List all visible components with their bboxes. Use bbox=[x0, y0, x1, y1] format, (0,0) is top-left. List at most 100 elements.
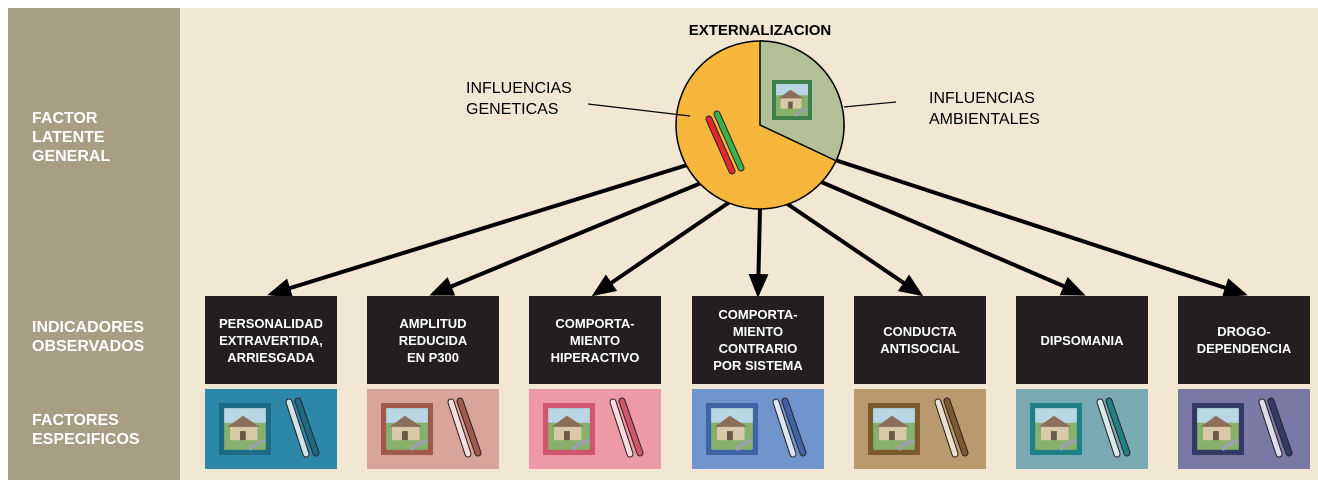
indicator-label-line: CONTRARIO bbox=[718, 341, 798, 356]
house-sky bbox=[1197, 408, 1239, 423]
dark-chromosome bbox=[944, 398, 968, 456]
specific-factor-tile bbox=[205, 389, 337, 469]
specific-factor-icons bbox=[1192, 397, 1293, 458]
indicator-label-line: COMPORTA- bbox=[555, 315, 635, 331]
house-path bbox=[734, 438, 754, 452]
row-label-line: FACTORES bbox=[32, 412, 119, 429]
house-door bbox=[788, 101, 793, 109]
house-roof bbox=[1038, 415, 1071, 427]
dark-chromosome bbox=[782, 398, 806, 456]
genetic-label-line: INFLUENCIAS bbox=[466, 80, 572, 97]
indicator-label-line: AMPLITUD bbox=[399, 315, 467, 331]
house-sky bbox=[386, 408, 428, 423]
specific-factor-tile bbox=[1016, 389, 1148, 469]
indicator-label-line: POR SISTEMA bbox=[713, 358, 803, 373]
house-path bbox=[409, 438, 429, 452]
indicator-box: DROGO- DEPENDENCIA bbox=[1178, 296, 1310, 384]
red-chromosome bbox=[706, 116, 735, 174]
arrow-to-indicator bbox=[267, 155, 714, 298]
light-chromosome bbox=[610, 399, 633, 457]
house-roof bbox=[551, 415, 584, 427]
arrow-to-indicator bbox=[429, 174, 719, 296]
indicator-label-line: MIENTO bbox=[569, 332, 621, 348]
indicator-label-line: EN P300 bbox=[406, 349, 460, 365]
house-roof bbox=[1200, 415, 1233, 427]
specific-factor-icons bbox=[381, 397, 482, 458]
indicator-label-line: COMPORTA- bbox=[718, 307, 798, 322]
genetic-pointer-line bbox=[587, 103, 691, 117]
house-roof bbox=[778, 89, 804, 99]
house-path bbox=[247, 438, 267, 452]
house-path bbox=[571, 438, 591, 452]
house-path bbox=[896, 438, 916, 452]
house-sky bbox=[776, 84, 808, 96]
green-chromosome bbox=[714, 111, 744, 171]
diagram-title: EXTERNALIZACION bbox=[688, 22, 832, 39]
specific-factor-icons bbox=[706, 397, 807, 458]
indicator-label-line: ANTISOCIAL bbox=[880, 341, 960, 356]
light-chromosome bbox=[1097, 399, 1120, 457]
light-chromosome bbox=[1259, 399, 1282, 457]
row-label-specific-factors: FACTORES ESPECIFICOS bbox=[32, 411, 140, 449]
indicator-label-line: REDUCIDA bbox=[398, 332, 468, 348]
row-label-sidebar bbox=[8, 8, 180, 480]
house-door bbox=[564, 431, 570, 441]
environment-label-line: AMBIENTALES bbox=[929, 111, 1040, 128]
arrow-to-indicator bbox=[591, 195, 739, 297]
house-door bbox=[889, 431, 895, 441]
genetic-influences-label: INFLUENCIAS GENETICAS bbox=[466, 78, 572, 120]
house-sky bbox=[1035, 408, 1077, 423]
house-door bbox=[1051, 431, 1057, 441]
house-roof bbox=[227, 415, 260, 427]
indicator-label-line: DROGO- bbox=[1217, 324, 1271, 339]
row-label-latent-factor: FACTOR LATENTE GENERAL bbox=[32, 109, 110, 166]
indicator-label-line: DIPSOMANIA bbox=[1040, 332, 1124, 348]
indicator-label-line: DEPENDENCIA bbox=[1196, 341, 1292, 356]
specific-factor-tile bbox=[367, 389, 499, 469]
row-label-line: FACTOR bbox=[32, 110, 98, 127]
arrow-group bbox=[267, 155, 1248, 298]
specific-factor-icons bbox=[543, 397, 644, 458]
house-path bbox=[1220, 438, 1240, 452]
dark-chromosome bbox=[457, 398, 481, 456]
specific-factor-tile bbox=[692, 389, 824, 469]
specific-factor-tile bbox=[854, 389, 986, 469]
arrow-to-indicator bbox=[748, 208, 769, 298]
specific-factor-tile bbox=[529, 389, 661, 469]
externalization-pie bbox=[675, 40, 845, 210]
environment-pointer-line bbox=[843, 101, 897, 108]
house-roof bbox=[389, 415, 422, 427]
house-sky bbox=[873, 408, 915, 423]
row-label-line: GENERAL bbox=[32, 148, 111, 165]
row-label-line: INDICADORES bbox=[32, 319, 145, 336]
dark-chromosome bbox=[619, 398, 643, 456]
house-roof bbox=[714, 415, 747, 427]
row-label-observed-indicators: INDICADORES OBSERVADOS bbox=[32, 318, 144, 356]
indicator-label-line: CONDUCTA bbox=[883, 324, 957, 339]
light-chromosome bbox=[935, 399, 958, 457]
dark-chromosome bbox=[1268, 398, 1292, 456]
row-label-line: LATENTE bbox=[32, 129, 105, 146]
house-sky bbox=[711, 408, 753, 423]
arrow-to-indicator bbox=[831, 157, 1248, 298]
indicator-box: COMPORTA- MIENTO CONTRARIO POR SISTEMA bbox=[692, 296, 824, 384]
indicator-label-line: MIENTO bbox=[732, 324, 784, 339]
dark-chromosome bbox=[1106, 398, 1130, 456]
house-path bbox=[1058, 438, 1078, 452]
house-sky bbox=[548, 408, 590, 423]
row-label-line: OBSERVADOS bbox=[32, 338, 145, 355]
indicator-box: CONDUCTA ANTISOCIAL bbox=[854, 296, 986, 384]
indicator-box: DIPSOMANIA bbox=[1016, 296, 1148, 384]
specific-factor-icons bbox=[219, 397, 320, 458]
house-door bbox=[1213, 431, 1219, 441]
arrow-to-indicator bbox=[781, 199, 924, 297]
light-chromosome bbox=[773, 399, 796, 457]
environment-label-line: INFLUENCIAS bbox=[929, 90, 1035, 107]
specific-factor-icons bbox=[1030, 397, 1131, 458]
specific-factor-icons bbox=[868, 397, 969, 458]
